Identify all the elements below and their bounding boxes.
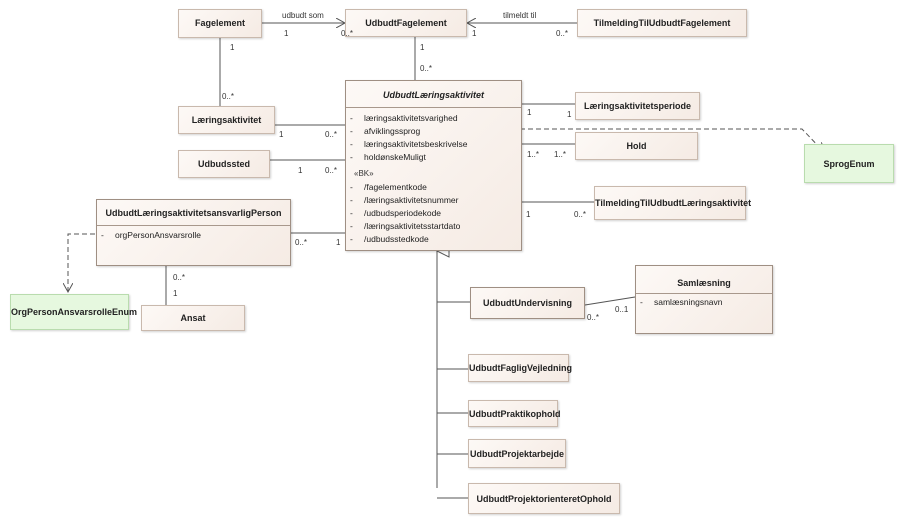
class-udbudtlaeringsaktivitet-name: UdbudtLæringsaktivitet: [382, 90, 484, 100]
multiplicity: 1: [298, 166, 303, 175]
multiplicity: 1..*: [527, 150, 540, 159]
multiplicity: 1: [336, 238, 341, 247]
multiplicity: 1..*: [554, 150, 567, 159]
class-hold-name: Hold: [626, 141, 647, 151]
attribute: -afviklingssprog: [350, 126, 421, 136]
class-ansat-name: Ansat: [180, 313, 206, 323]
attribute: -læringsaktivitetsbeskrivelse: [350, 139, 468, 149]
class-orgpersonansvarsrolleenum-name: OrgPersonAnsvarsrolleEnum: [11, 307, 138, 317]
multiplicity: 1: [567, 110, 572, 119]
class-tilmeldingtiludbudtfagelement-name: TilmeldingTilUdbudtFagelement: [593, 18, 731, 28]
attribute: -holdønskeMuligt: [350, 152, 426, 162]
multiplicity: 1: [284, 29, 289, 38]
multiplicity: 0..*: [325, 166, 338, 175]
class-tilmeldingtiludbudtlaeringsaktivitet-name: TilmeldingTilUdbudtLæringsaktivitet: [595, 198, 752, 208]
class-udbudtundervisning-name: UdbudtUndervisning: [483, 298, 572, 308]
class-udbudtpraktikophold-name: UdbudtPraktikophold: [469, 409, 561, 419]
attribute: -samlæsningsnavn: [640, 297, 723, 307]
class-fagelement[interactable]: Fagelement: [178, 9, 262, 38]
class-orgpersonansvarsrolleenum[interactable]: OrgPersonAnsvarsrolleEnum: [10, 294, 138, 330]
class-separator: [636, 293, 772, 294]
attribute: -/læringsaktivitetsnummer: [350, 195, 459, 205]
class-udbudtfagligvejledning-name: UdbudtFagligVejledning: [469, 363, 572, 373]
class-udbudtprojektorienteretophold[interactable]: UdbudtProjektorienteretOphold: [468, 483, 620, 514]
class-laeringsaktivitetsperiode-name: Læringsaktivitetsperiode: [583, 101, 692, 111]
class-udbudtlaeringsaktivitetsansvarligperson[interactable]: UdbudtLæringsaktivitetsansvarligPerson -…: [96, 199, 291, 266]
stereotype-bk: «BK»: [354, 169, 374, 178]
class-udbudssted-name: Udbudssted: [197, 159, 250, 169]
multiplicity: 1: [472, 29, 477, 38]
multiplicity: 0..*: [295, 238, 308, 247]
class-separator: [346, 107, 521, 108]
attribute: -orgPersonAnsvarsrolle: [101, 230, 201, 240]
attribute: -/udbudsstedkode: [350, 234, 429, 244]
attribute: -/fagelementkode: [350, 182, 427, 192]
multiplicity: 0..*: [587, 313, 600, 322]
class-udbudtfagelement[interactable]: UdbudtFagelement: [345, 9, 467, 37]
class-udbudtpraktikophold[interactable]: UdbudtPraktikophold: [468, 400, 561, 427]
multiplicity: 1: [526, 210, 531, 219]
multiplicity: 0..1: [615, 305, 629, 314]
attribute: -/udbudsperiodekode: [350, 208, 442, 218]
generalization-tree: [436, 251, 470, 499]
class-udbudtundervisning[interactable]: UdbudtUndervisning: [470, 287, 585, 319]
class-udbudtprojektarbejde-name: UdbudtProjektarbejde: [469, 449, 564, 459]
class-laeringsaktivitet-name: Læringsaktivitet: [191, 115, 262, 125]
class-udbudtprojektorienteretophold-name: UdbudtProjektorienteretOphold: [476, 494, 612, 504]
class-udbudtfagelement-name: UdbudtFagelement: [365, 18, 447, 28]
multiplicity: 0..*: [556, 29, 569, 38]
multiplicity: 1: [230, 43, 235, 52]
class-hold[interactable]: Hold: [575, 132, 698, 160]
class-sprogenum[interactable]: SprogEnum: [804, 144, 894, 183]
multiplicity: 0..*: [325, 130, 338, 139]
class-laeringsaktivitetsperiode[interactable]: Læringsaktivitetsperiode: [575, 92, 700, 120]
multiplicity: 1: [420, 43, 425, 52]
dependency-orgpersonansvarsrolleenum: [68, 233, 95, 292]
class-samlaesning[interactable]: Samlæsning -samlæsningsnavn: [635, 265, 773, 334]
class-separator: [97, 225, 290, 226]
multiplicity: 0..*: [341, 29, 354, 38]
multiplicity: 1: [527, 108, 532, 117]
class-fagelement-name: Fagelement: [194, 18, 245, 28]
class-sprogenum-name: SprogEnum: [823, 159, 875, 169]
class-udbudtlaeringsaktivitet[interactable]: UdbudtLæringsaktivitet -læringsaktivitet…: [345, 80, 522, 251]
class-laeringsaktivitet[interactable]: Læringsaktivitet: [178, 106, 275, 134]
class-udbudtlaeringsaktivitetsansvarligperson-name: UdbudtLæringsaktivitetsansvarligPerson: [105, 208, 282, 218]
multiplicity: 0..*: [574, 210, 587, 219]
multiplicity: 0..*: [222, 92, 235, 101]
dependency-sprogenum: [512, 128, 824, 152]
multiplicity: 1: [279, 130, 284, 139]
class-udbudssted[interactable]: Udbudssted: [178, 150, 270, 178]
attribute: -/læringsaktivitetsstartdato: [350, 221, 461, 231]
attribute: -læringsaktivitetsvarighed: [350, 113, 458, 123]
class-samlaesning-name: Samlæsning: [677, 278, 731, 288]
class-udbudtfagligvejledning[interactable]: UdbudtFagligVejledning: [468, 354, 572, 382]
class-tilmeldingtiludbudtlaeringsaktivitet[interactable]: TilmeldingTilUdbudtLæringsaktivitet: [594, 186, 752, 220]
multiplicity: 0..*: [173, 273, 186, 282]
label-udbudt-som: udbudt som: [282, 11, 324, 20]
assoc-undervisning-samlaesning: [584, 296, 636, 306]
multiplicity: 0..*: [420, 64, 433, 73]
class-udbudtprojektarbejde[interactable]: UdbudtProjektarbejde: [468, 439, 566, 468]
class-tilmeldingtiludbudtfagelement[interactable]: TilmeldingTilUdbudtFagelement: [577, 9, 747, 37]
label-tilmeldt-til: tilmeldt til: [503, 11, 537, 20]
multiplicity: 1: [173, 289, 178, 298]
class-ansat[interactable]: Ansat: [141, 305, 245, 331]
